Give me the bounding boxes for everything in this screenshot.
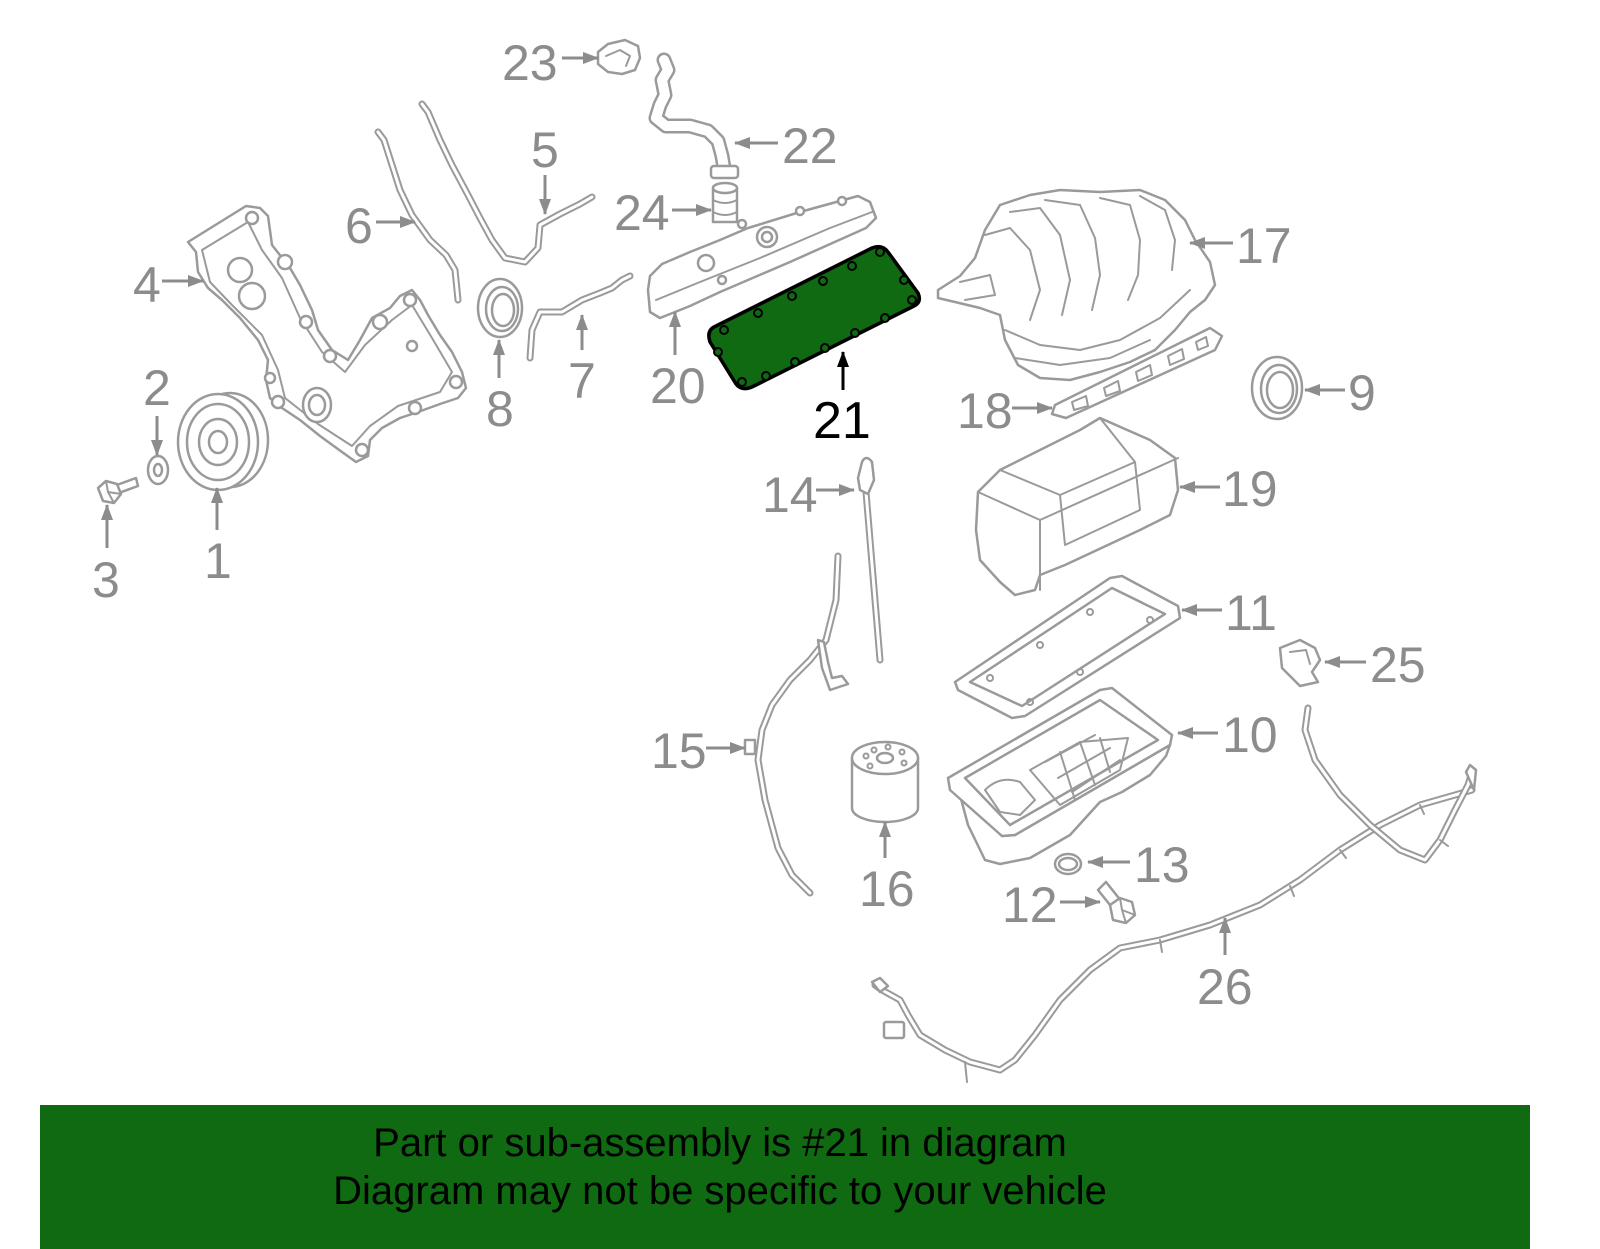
part-8-seal [476,277,524,339]
part-16-oil-filter [850,740,920,824]
callout-5: 5 [531,122,559,178]
part-20-valve-cover [646,194,878,320]
callout-7: 7 [568,353,596,409]
part-22-hose [656,60,740,180]
part-1-pulley [176,391,270,492]
callout-25: 25 [1370,637,1426,693]
callout-23: 23 [502,35,558,91]
banner-line-disclaimer: Diagram may not be specific to your vehi… [333,1169,1107,1213]
part-25-bracket [1278,638,1322,688]
banner-line-part-number: Part or sub-assembly is #21 in diagram [373,1121,1067,1165]
part-11-pan-gasket [953,574,1182,720]
part-2-washer [146,454,170,486]
callout-21-highlighted: 21 [813,392,871,450]
part-23-cap [596,38,642,76]
part-9-seal [1250,355,1304,421]
callout-9: 9 [1348,365,1376,421]
callout-19: 19 [1222,461,1278,517]
callout-arrows [101,52,1366,955]
part-7-gasket [530,276,630,358]
info-banner: Part or sub-assembly is #21 in diagram D… [40,1105,1530,1249]
callout-4: 4 [133,257,161,313]
part-15-dipstick-tube [743,556,850,893]
callout-20: 20 [650,358,706,414]
callout-1: 1 [204,533,232,589]
part-14-dipstick [856,456,880,660]
part-18-gasket [1050,326,1224,420]
callout-2: 2 [143,360,171,416]
part-4-timing-cover [186,204,468,464]
callout-22: 22 [782,118,838,174]
callout-17: 17 [1236,218,1292,274]
callout-18: 18 [957,383,1013,439]
callout-24: 24 [614,185,670,241]
part-13-o-ring [1053,852,1083,876]
callout-16: 16 [859,861,915,917]
callout-labels: 23 22 5 6 24 17 4 2 8 7 20 21 18 9 14 19… [92,35,1426,1015]
part-26-harness [870,708,1478,1083]
part-19-housing [974,416,1180,597]
callout-10: 10 [1222,707,1278,763]
callout-8: 8 [486,381,514,437]
part-5-gasket [422,104,592,262]
callout-14: 14 [762,467,818,523]
callout-13: 13 [1134,837,1190,893]
part-3-bolt [96,476,140,505]
callout-26: 26 [1197,959,1253,1015]
part-12-bolt [1096,880,1137,925]
part-10-oil-pan [946,686,1174,866]
callout-6: 6 [345,198,373,254]
callout-12: 12 [1002,877,1058,933]
callout-15: 15 [651,723,707,779]
callout-3: 3 [92,552,120,608]
part-17-manifold [936,188,1217,382]
part-21-gasket-highlighted [707,244,922,391]
callout-11: 11 [1225,585,1277,641]
part-24-valve [711,181,739,224]
